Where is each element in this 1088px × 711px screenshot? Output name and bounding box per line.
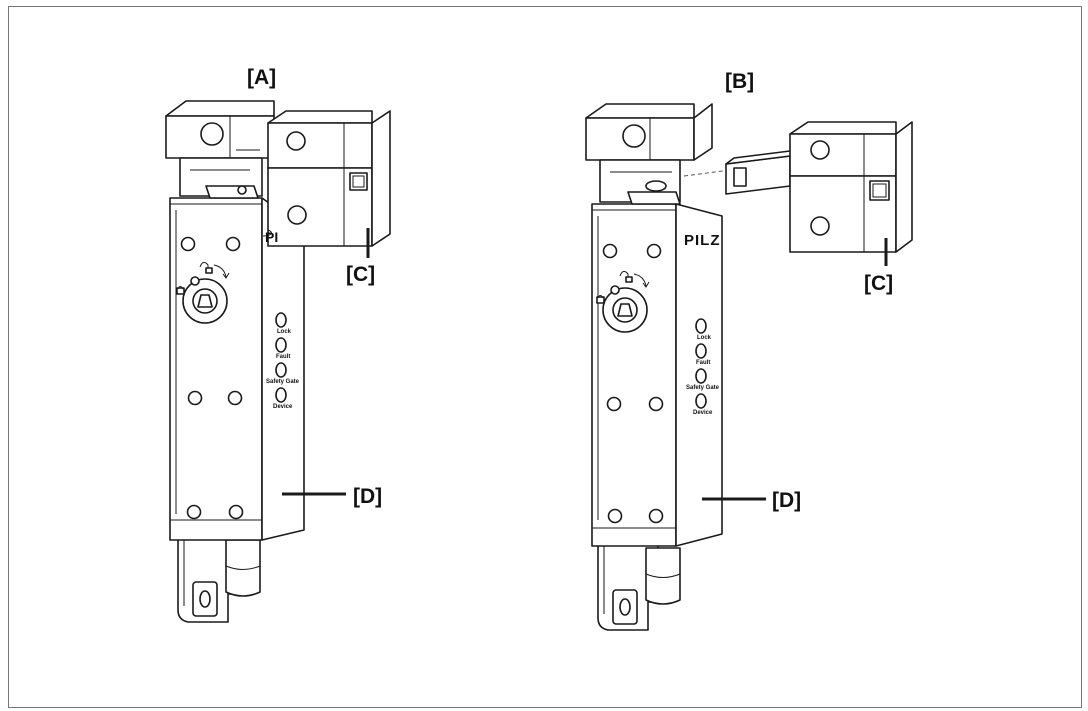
led-label-fault: Fault <box>696 360 710 366</box>
label-c-right: [C] <box>864 272 893 295</box>
label-b: [B] <box>725 70 754 93</box>
status-leds: Lock Fault Safety Gate Device <box>266 312 300 410</box>
actuator-detached <box>725 121 913 253</box>
brand-logo-partial: PI <box>265 229 278 245</box>
brand-logo: PILZ <box>684 232 721 249</box>
led-label-lock: Lock <box>697 335 712 341</box>
actuator-engaged: PI <box>262 110 391 247</box>
switch-body: Lock Fault Safety Gate Device PILZ <box>591 203 723 547</box>
led-label-fault: Fault <box>276 354 290 360</box>
status-leds: Lock Fault Safety Gate Device <box>686 318 720 416</box>
key-switch <box>176 261 230 324</box>
label-a: [A] <box>247 66 276 89</box>
switch-head <box>165 100 275 199</box>
switch-unit-open: Lock Fault Safety Gate Device PILZ <box>585 103 913 631</box>
label-d-left: [D] <box>353 485 382 508</box>
label-d-right: [D] <box>772 489 801 512</box>
switch-body: Lock Fault Safety Gate Device <box>169 197 305 541</box>
plunger-cylinder <box>225 539 261 597</box>
switch-unit-closed: Lock Fault Safety Gate Device <box>165 100 391 623</box>
key-switch <box>596 270 650 333</box>
led-label-safety-gate: Safety Gate <box>266 379 300 385</box>
switch-head <box>585 103 713 205</box>
led-label-device: Device <box>693 410 713 416</box>
figure-frame <box>8 6 1082 708</box>
plunger-cylinder <box>645 547 681 605</box>
label-c-left: [C] <box>346 263 375 286</box>
led-label-device: Device <box>273 404 293 410</box>
mounting-bracket <box>177 527 239 623</box>
led-label-safety-gate: Safety Gate <box>686 385 720 391</box>
led-label-lock: Lock <box>277 329 292 335</box>
